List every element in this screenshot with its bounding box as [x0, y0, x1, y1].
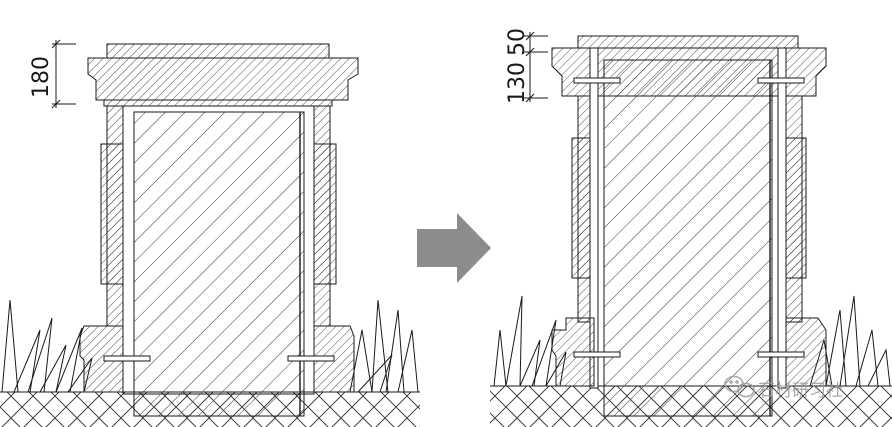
door-leaf	[603, 59, 773, 417]
right-jamb-panel	[785, 137, 807, 279]
frame-post-left	[589, 47, 599, 389]
dimension-label-180: 180	[29, 56, 54, 98]
cornice-base	[103, 99, 333, 107]
transition-arrow-icon	[417, 213, 491, 283]
anchor-bottom-right	[757, 351, 805, 358]
left-plinth	[551, 317, 595, 387]
dimension-label-50: 50	[505, 28, 530, 56]
door-leaf	[133, 111, 305, 417]
anchor-bottom-left	[573, 351, 621, 358]
watermark: 石材研习社	[724, 375, 843, 401]
cornice-cap	[577, 35, 799, 49]
left-jamb-panel	[100, 143, 124, 285]
dimension-label-130: 130	[505, 62, 530, 104]
left-plinth	[79, 325, 124, 393]
dimension-130-50	[524, 31, 548, 103]
frame-post-right	[777, 47, 787, 389]
left-anchor	[103, 355, 151, 362]
grass-right	[493, 295, 891, 387]
anchor-top-right	[757, 77, 805, 84]
wechat-icon	[724, 375, 755, 398]
cornice-body	[87, 57, 359, 101]
cornice-cap	[106, 43, 330, 59]
before-diagram: 180	[0, 39, 420, 427]
right-anchor	[287, 355, 335, 362]
after-diagram: 130 50	[490, 28, 892, 427]
anchor-top-left	[573, 77, 621, 84]
watermark-text: 石材研习社	[758, 381, 843, 401]
right-jamb-panel	[313, 143, 337, 285]
right-plinth	[785, 317, 827, 387]
dimension-180	[51, 39, 76, 109]
